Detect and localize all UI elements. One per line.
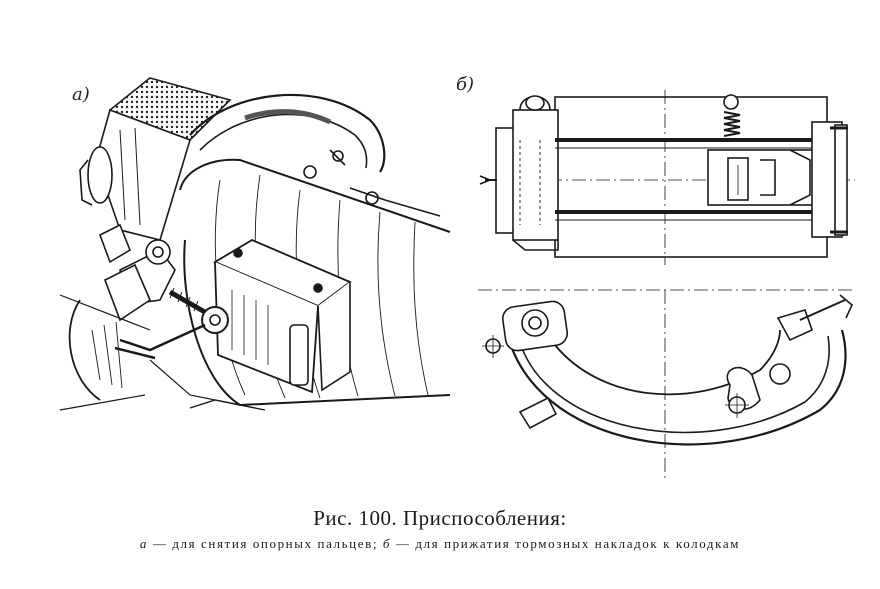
caption-b-text: — для прижатия тормозных накладок к коло… xyxy=(391,536,741,551)
figure-drawings xyxy=(59,77,855,478)
panel-b-label: б) xyxy=(456,74,475,95)
caption-a-text: — для снятия опорных пальцев; xyxy=(148,536,383,551)
caption-b-letter: б xyxy=(382,536,392,551)
figure-caption-title: Рис. 100. Приспособления: xyxy=(313,506,567,530)
figure-caption-legend: а — для снятия опорных пальцев; б — для … xyxy=(0,536,880,552)
panel-b-drawing xyxy=(478,90,855,478)
panel-a-label: a) xyxy=(72,84,90,105)
caption-a-letter: а xyxy=(139,536,149,551)
panel-a-drawing xyxy=(59,77,451,411)
